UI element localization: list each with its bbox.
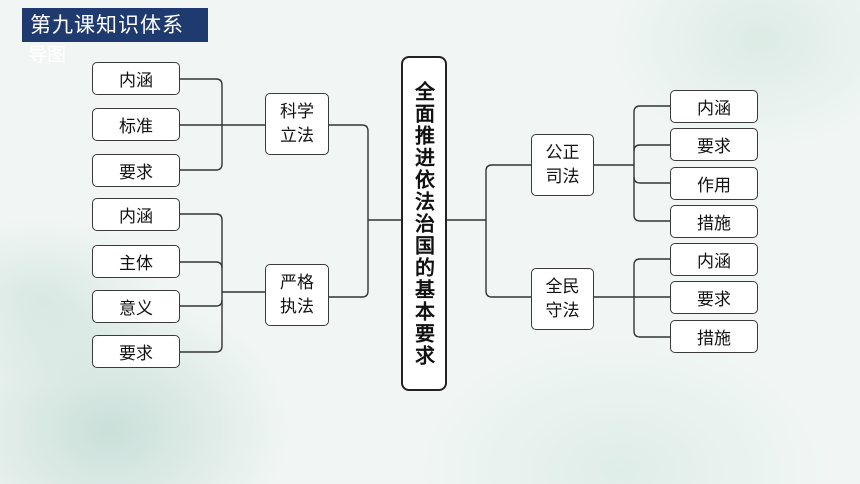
kexue-item-yaoqiu: 要求 [92, 154, 180, 187]
yange-item-yaoqiu: 要求 [92, 335, 180, 368]
connector-quanmin-leaves [633, 258, 670, 338]
connector-yange-leaf3 [180, 299, 223, 307]
branch-quanmin-shoufa: 全民 守法 [531, 268, 594, 330]
connector-gongzheng-leaf2 [633, 144, 670, 152]
connector-right-bracket [485, 164, 531, 298]
gongzheng-item-cuoshi: 措施 [670, 205, 758, 238]
branch-yange-zhifa: 严格 执法 [265, 264, 329, 326]
gongzheng-item-yaoqiu: 要求 [670, 128, 758, 161]
connector-yange-leaves [180, 213, 223, 353]
yange-item-neihan: 内涵 [92, 198, 180, 231]
page-title: 第九课知识体系 [22, 8, 208, 42]
connector-gongzheng-leaf3 [633, 176, 670, 184]
connector-gongzheng-leaves [633, 105, 670, 222]
branch-gongzheng-sifa: 公正 司法 [531, 134, 594, 196]
page-title-continued: 导图 [28, 44, 67, 66]
branch-kexue-lifa: 科学 立法 [265, 93, 329, 155]
yange-item-yiyi: 意义 [92, 290, 180, 323]
kexue-item-neihan: 内涵 [92, 62, 180, 95]
center-topic: 全面推进依法治国的基本要求 [401, 56, 447, 391]
quanmin-item-neihan: 内涵 [670, 243, 758, 276]
quanmin-item-yaoqiu: 要求 [670, 281, 758, 314]
quanmin-item-cuoshi: 措施 [670, 320, 758, 353]
connector-yange-leaf2 [180, 261, 223, 269]
gongzheng-item-zuoyong: 作用 [670, 167, 758, 200]
kexue-item-biaozhun: 标准 [92, 108, 180, 141]
gongzheng-item-neihan: 内涵 [670, 90, 758, 123]
connector-left-bracket [329, 124, 369, 298]
yange-item-zhuti: 主体 [92, 245, 180, 278]
